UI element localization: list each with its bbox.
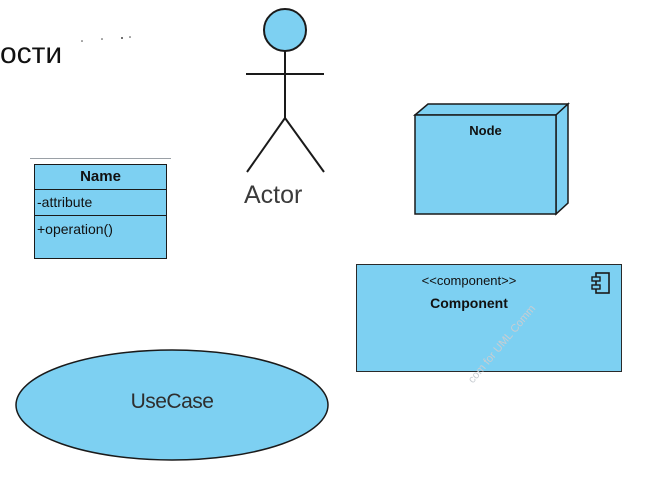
actor-label: Actor	[244, 181, 303, 209]
heading-fragment: ости	[0, 37, 63, 70]
class-top-divider	[30, 158, 171, 159]
node-shape[interactable]	[412, 102, 570, 216]
actor-figure[interactable]	[246, 8, 325, 173]
usecase-label: UseCase	[130, 390, 214, 413]
component-element[interactable]: <<component>> Component	[356, 264, 622, 372]
usecase-ellipse[interactable]	[15, 349, 329, 461]
node-label: Node	[469, 123, 502, 138]
actor-head	[263, 8, 307, 52]
class-attribute: -attribute	[35, 190, 166, 216]
actor-right-leg	[284, 117, 325, 173]
component-stereotype: <<component>>	[421, 273, 517, 288]
heading-specks	[81, 36, 131, 42]
component-name: Component	[430, 295, 508, 311]
actor-left-leg	[246, 117, 286, 173]
node-front-face	[414, 114, 557, 215]
node-top-face	[412, 103, 570, 116]
class-name: Name	[35, 165, 166, 190]
component-icon	[591, 272, 610, 294]
class-element[interactable]: Name -attribute +operation()	[34, 164, 167, 259]
node-side-face	[555, 102, 569, 216]
class-operation: +operation()	[37, 221, 113, 237]
